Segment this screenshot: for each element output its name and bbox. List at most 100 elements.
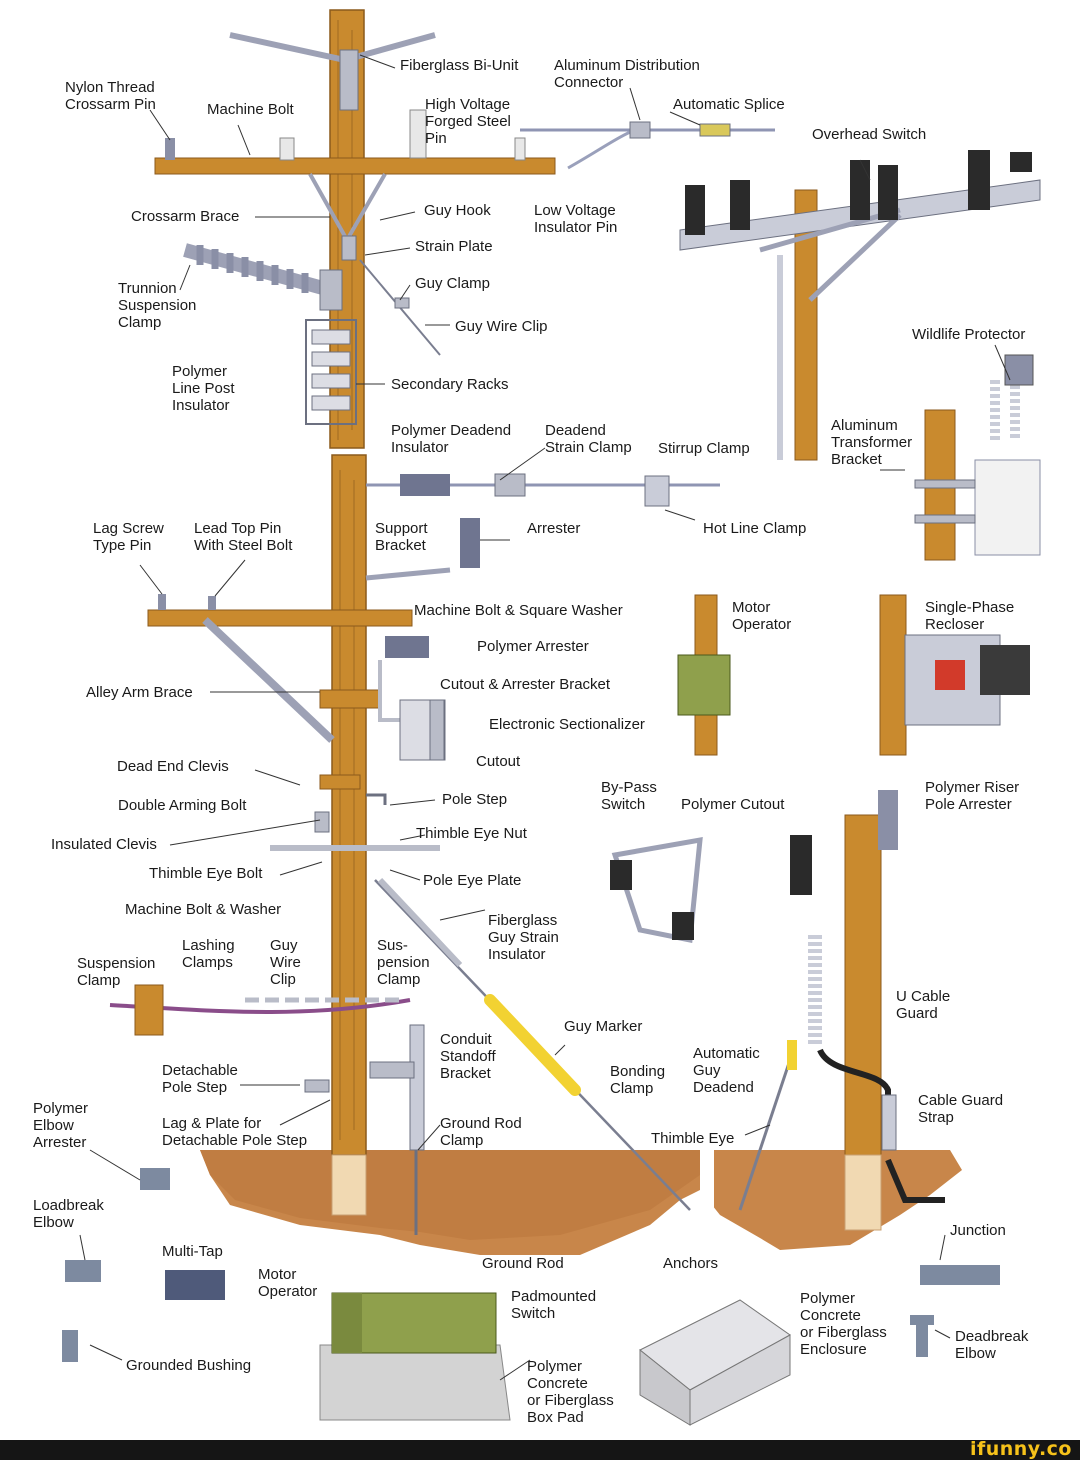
label-grounded-bushing: Grounded Bushing xyxy=(126,1357,252,1374)
label-stirrup-clamp: Stirrup Clamp xyxy=(658,440,750,457)
label-detachable-pole-step: Detachable Pole Step xyxy=(162,1062,238,1096)
trunnion-insulator xyxy=(183,243,343,311)
label-single-phase-recloser: Single-Phase Recloser xyxy=(925,599,1015,633)
label-cable-guard-strap: Cable Guard Strap xyxy=(918,1092,1004,1126)
alley-arm xyxy=(147,609,413,627)
label-lag-plate-detachable-pole-step: Lag & Plate for Detachable Pole Step xyxy=(162,1115,308,1149)
label-aluminum-transformer-bracket: Aluminum Transformer Bracket xyxy=(831,417,913,468)
footer-bar: ifunny.co xyxy=(0,1438,1080,1460)
riser-pole xyxy=(738,790,945,1231)
label-double-arming-bolt: Double Arming Bolt xyxy=(118,797,247,814)
label-anchors: Anchors xyxy=(663,1255,719,1272)
label-high-voltage-forged-steel-pin: High Voltage Forged Steel Pin xyxy=(425,96,511,147)
label-cutout-arrester-bracket: Cutout & Arrester Bracket xyxy=(440,676,611,693)
label-conduit-standoff-bracket: Conduit Standoff Bracket xyxy=(440,1031,496,1082)
label-aluminum-distribution-connector: Aluminum Distribution Connector xyxy=(554,57,700,91)
label-machine-bolt-square-washer: Machine Bolt & Square Washer xyxy=(414,602,623,619)
label-polymer-cutout: Polymer Cutout xyxy=(681,796,785,813)
label-loadbreak-elbow: Loadbreak Elbow xyxy=(33,1197,104,1231)
label-suspension-clamp-mid: Sus- pension Clamp xyxy=(377,937,430,988)
label-deadend-strain-clamp: Deadend Strain Clamp xyxy=(545,422,632,456)
label-deadbreak-elbow: Deadbreak Elbow xyxy=(955,1328,1029,1362)
label-automatic-splice: Automatic Splice xyxy=(673,96,785,113)
label-polymer-arrester: Polymer Arrester xyxy=(477,638,589,655)
label-thimble-eye-nut: Thimble Eye Nut xyxy=(416,825,527,842)
label-lead-top-pin: Lead Top Pin With Steel Bolt xyxy=(194,520,293,554)
label-hot-line-clamp: Hot Line Clamp xyxy=(703,520,807,537)
guy-marker xyxy=(484,994,581,1096)
leader-lines xyxy=(79,54,1011,1381)
label-polymer-elbow-arrester: Polymer Elbow Arrester xyxy=(33,1100,89,1151)
padmounted-switch xyxy=(319,1292,511,1421)
label-machine-bolt-top: Machine Bolt xyxy=(207,101,294,118)
label-motor-operator-bottom: Motor Operator xyxy=(258,1266,318,1300)
label-ground-rod-clamp: Ground Rod Clamp xyxy=(440,1115,522,1149)
ground-left-mound xyxy=(200,1150,700,1240)
label-multi-tap: Multi-Tap xyxy=(162,1243,223,1260)
top-crossarm xyxy=(154,157,556,175)
label-thimble-eye: Thimble Eye xyxy=(651,1130,735,1147)
label-guy-marker: Guy Marker xyxy=(564,1018,643,1035)
label-motor-operator-top: Motor Operator xyxy=(732,599,792,633)
fiberglass-guy-strain-insulator xyxy=(377,877,463,968)
label-polymer-deadend-insulator: Polymer Deadend Insulator xyxy=(391,422,512,456)
secondary-racks xyxy=(305,319,357,425)
label-ground-rod: Ground Rod xyxy=(482,1255,564,1272)
enclosure-box xyxy=(639,1299,791,1426)
label-lag-screw-type-pin: Lag Screw Type Pin xyxy=(93,520,164,554)
label-electronic-sectionalizer: Electronic Sectionalizer xyxy=(489,716,645,733)
label-suspension-clamp-left: Suspension Clamp xyxy=(77,955,156,989)
label-alley-arm-brace: Alley Arm Brace xyxy=(86,684,193,701)
label-guy-clamp: Guy Clamp xyxy=(415,275,491,292)
label-trunnion-suspension-clamp: Trunnion Suspension Clamp xyxy=(118,280,197,331)
upper-pole xyxy=(154,9,775,449)
label-guy-wire-clip-top: Guy Wire Clip xyxy=(455,318,548,335)
label-u-cable-guard: U Cable Guard xyxy=(896,988,951,1022)
label-fiberglass-bi-unit: Fiberglass Bi-Unit xyxy=(400,57,519,74)
label-lashing-clamps: Lashing Clamps xyxy=(182,937,235,971)
label-pole-step: Pole Step xyxy=(442,791,508,808)
brand-watermark: ifunny.co xyxy=(969,1438,1072,1460)
bypass-switch xyxy=(610,836,703,943)
label-thimble-eye-bolt: Thimble Eye Bolt xyxy=(149,865,263,882)
alley-arm-brace xyxy=(202,617,335,743)
label-fiberglass-guy-strain-insulator: Fiberglass Guy Strain Insulator xyxy=(488,912,559,963)
single-phase-recloser xyxy=(879,594,1030,756)
label-nylon-thread-crossarm-pin: Nylon Thread Crossarm Pin xyxy=(65,79,156,113)
label-polymer-line-post-insulator: Polymer Line Post Insulator xyxy=(172,363,235,414)
label-guy-wire-clip-bottom: Guy Wire Clip xyxy=(270,937,301,988)
label-arrester: Arrester xyxy=(527,520,581,537)
label-polymer-concrete-enclosure: Polymer Concrete or Fiberglass Enclosure xyxy=(800,1290,887,1358)
small-parts xyxy=(62,1168,1000,1362)
label-strain-plate: Strain Plate xyxy=(415,238,493,255)
label-pole-eye-plate: Pole Eye Plate xyxy=(423,872,522,889)
ground-gap xyxy=(700,1150,714,1210)
lower-pole xyxy=(109,454,720,1235)
label-padmounted-switch: Padmounted Switch xyxy=(511,1288,597,1322)
label-secondary-racks: Secondary Racks xyxy=(391,376,509,393)
label-crossarm-brace: Crossarm Brace xyxy=(131,208,240,225)
label-overhead-switch: Overhead Switch xyxy=(812,126,927,143)
label-wildlife-protector: Wildlife Protector xyxy=(912,326,1026,343)
label-automatic-guy-deadend: Automatic Guy Deadend xyxy=(693,1045,760,1096)
label-bypass-switch: By-Pass Switch xyxy=(601,779,657,813)
label-cutout: Cutout xyxy=(476,753,521,770)
label-polymer-concrete-box-pad: Polymer Concrete or Fiberglass Box Pad xyxy=(527,1358,614,1426)
label-machine-bolt-washer: Machine Bolt & Washer xyxy=(125,901,282,918)
overhead-switch xyxy=(679,150,1041,461)
transformer-bracket xyxy=(914,354,1041,561)
label-insulated-clevis: Insulated Clevis xyxy=(51,836,157,853)
label-junction: Junction xyxy=(950,1222,1006,1239)
label-dead-end-clevis: Dead End Clevis xyxy=(117,758,229,775)
label-guy-hook: Guy Hook xyxy=(424,202,491,219)
label-polymer-riser-pole-arrester: Polymer Riser Pole Arrester xyxy=(925,779,1020,813)
strain-plate xyxy=(341,235,357,261)
polymer-deadend-insulator xyxy=(400,474,450,496)
label-low-voltage-insulator-pin: Low Voltage Insulator Pin xyxy=(534,202,618,236)
label-bonding-clamp: Bonding Clamp xyxy=(610,1063,666,1097)
crossarm-insulators xyxy=(165,109,526,161)
anchor-rod-right xyxy=(738,1059,792,1211)
label-support-bracket: Support Bracket xyxy=(375,520,428,554)
motor-operator xyxy=(677,594,731,756)
